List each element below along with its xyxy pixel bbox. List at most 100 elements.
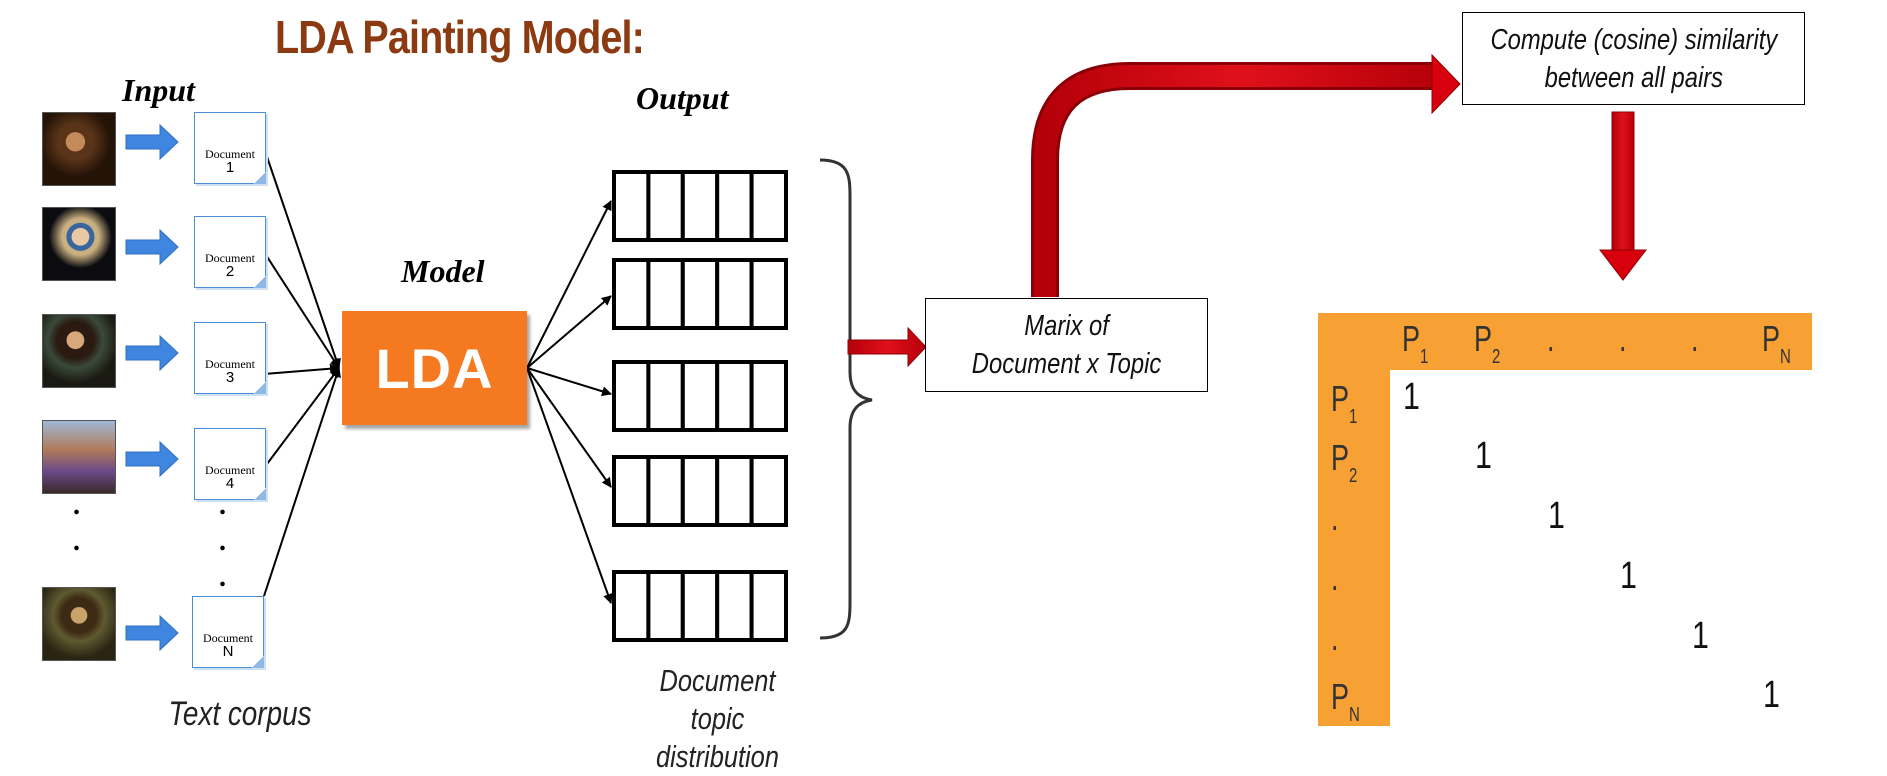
topic-cell [680,170,720,242]
topic-vector-1 [612,170,788,242]
topic-vector-4 [612,455,788,527]
topic-cell [646,455,685,527]
document-icon: Document 1 [194,112,266,184]
similarity-box-line-2: between all pairs [1544,61,1723,94]
document-number: 3 [225,369,235,386]
diagram-canvas [125,53,1812,726]
row-header-text: P [1331,437,1350,478]
matrix-row-bar [1318,313,1390,726]
matrix-header-bar [1318,313,1812,370]
page-fold-icon [254,276,266,288]
painting-girl-pearl-earring [42,207,116,281]
document-label: Document [205,251,255,265]
distribution-caption-line-1: Document topic [659,663,776,736]
document-number: 2 [225,263,235,280]
blue-arrows [125,123,179,652]
column-header-text: . [1691,318,1699,359]
matrix-box-line-1: Marix of [1024,310,1109,342]
diagonal-value: 1 [1475,435,1492,477]
distribution-caption-line-2: distribution [656,739,779,774]
similarity-box: Compute (cosine) similarity between all … [1462,12,1805,105]
input-label: Input [122,72,195,108]
blue-arrow-4 [125,440,179,478]
doc-to-lda-lines [263,147,341,597]
blue-arrow-5 [125,614,179,652]
column-header-text: P [1762,318,1781,359]
red-arrow-to-matrix [847,326,927,368]
column-header-subscript: 2 [1492,346,1501,368]
topic-cell [749,455,788,527]
column-header-text: . [1619,318,1627,359]
column-header-subscript: N [1780,346,1791,368]
column-header-text: P [1402,318,1421,359]
topic-cell [646,570,685,642]
painting-renaissance-man [42,314,116,388]
matrix-box-line-2: Document x Topic [971,348,1162,380]
diagonal-value: 1 [1763,674,1780,716]
blue-arrow-3 [125,334,179,372]
topic-cell [715,170,754,242]
document-icon: Document 2 [194,216,266,288]
topic-cell [646,170,685,242]
topic-cell [749,258,788,330]
lda-model-box: LDA [342,311,527,425]
topic-vectors [612,170,788,642]
row-header: . [1331,617,1339,659]
lda-to-vector-lines [526,200,613,604]
lda-label: LDA [375,336,494,400]
diagonal-value: 1 [1620,555,1637,597]
row-header-text: P [1331,676,1350,717]
page-fold-icon [254,382,266,394]
topic-vector-5 [612,570,788,642]
document-label: Document [203,631,253,645]
document-icon: Document 3 [194,322,266,394]
topic-vector-3 [612,360,788,432]
page-fold-icon [252,656,264,668]
row-header-subscript: 2 [1349,465,1358,487]
painting-portrait-man-hat [42,112,116,186]
blue-arrow-1 [125,123,179,161]
topic-cell [749,170,788,242]
diagonal-value: 1 [1692,615,1709,657]
page-title: LDA Painting Model: [275,11,645,63]
page-fold-icon [254,172,266,184]
document-icon: Document N [192,596,264,668]
corpus-caption: Text corpus [168,695,312,733]
document-icon: Document 4 [194,428,266,500]
model-label: Model [401,253,485,289]
topic-cell [612,360,651,432]
diagonal-value: 1 [1548,495,1565,537]
column-header-subscript: 1 [1420,346,1429,368]
document-label: Document [205,357,255,371]
topic-cell [680,360,720,432]
column-header-text: . [1547,318,1555,359]
red-arrow-curved-head [1431,53,1461,115]
diagonal-value: 1 [1403,376,1420,418]
row-header: . [1331,497,1339,539]
document-label: Document [205,463,255,477]
column-header: P2 [1474,318,1500,368]
document-number: 1 [225,159,235,176]
doc-topic-matrix-box: Marix of Document x Topic [925,298,1208,392]
row-header-subscript: N [1349,704,1360,726]
column-header-text: P [1474,318,1493,359]
output-label: Output [636,80,729,116]
painting-mona-lisa [42,587,116,661]
page-fold-icon [254,488,266,500]
document-number: 4 [225,475,235,492]
row-header-text: . [1331,617,1339,658]
row-header-text: . [1331,557,1339,598]
column-header: PN [1762,318,1791,368]
row-header-text: P [1331,378,1350,419]
column-header: P1 [1402,318,1428,368]
row-header: P2 [1331,437,1357,487]
document-label: Document [205,147,255,161]
topic-vector-2 [612,258,788,330]
column-header: . [1547,318,1555,360]
brace [819,158,873,640]
document-number: N [222,643,234,660]
similarity-box-line-1: Compute (cosine) similarity [1490,23,1777,56]
topic-cell [749,360,788,432]
column-header: . [1691,318,1699,360]
blue-arrow-2 [125,228,179,266]
